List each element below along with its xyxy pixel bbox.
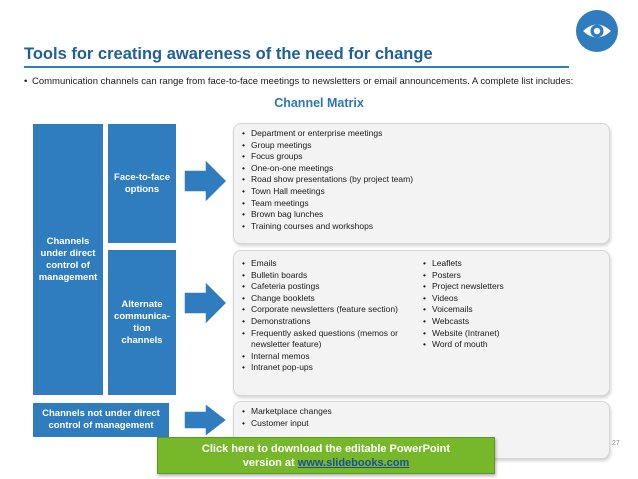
list-item: Emails [242, 258, 422, 270]
banner-line-1: Click here to download the editable Powe… [201, 443, 451, 455]
download-banner[interactable]: Click here to download the editable Powe… [157, 437, 495, 474]
alternate-list-left: EmailsBulletin boardsCafeteria postingsC… [242, 258, 422, 374]
list-item: One-on-one meetings [242, 163, 601, 175]
face-to-face-list: Department or enterprise meetingsGroup m… [242, 128, 601, 232]
face-to-face-list-box: Department or enterprise meetingsGroup m… [233, 123, 610, 244]
list-item: Training courses and workshops [242, 221, 601, 233]
intro-sentence: Communication channels can range from fa… [32, 76, 574, 87]
list-item: Marketplace changes [242, 406, 601, 418]
list-item: Town Hall meetings [242, 186, 601, 198]
face-to-face-box: Face-to-face options [107, 123, 177, 244]
not-direct-control-box: Channels not under direct control of man… [32, 402, 170, 438]
list-item: Intranet pop-ups [242, 362, 422, 374]
list-item: Team meetings [242, 198, 601, 210]
not-direct-control-label: Channels not under direct control of man… [42, 408, 160, 431]
list-item: Webcasts [423, 316, 603, 328]
eye-icon [576, 10, 618, 52]
list-item: Brown bag lunches [242, 209, 601, 221]
not-direct-list: Marketplace changesCustomer input [242, 406, 601, 429]
list-item: Cafeteria postings [242, 281, 422, 293]
slidebooks-link[interactable]: www.slidebooks.com [297, 457, 410, 469]
right-arrow-icon [183, 401, 229, 443]
alternate-channels-label: Alternate communica-tion channels [114, 298, 170, 346]
alternate-list-box: EmailsBulletin boardsCafeteria postingsC… [233, 250, 610, 396]
list-item: Internal memos [242, 351, 422, 363]
list-item: Corporate newsletters (feature section) [242, 304, 422, 316]
title-divider [24, 66, 569, 68]
intro-text: • Communication channels can range from … [24, 76, 604, 87]
list-item: Customer input [242, 418, 601, 430]
direct-control-box: Channels under direct control of managem… [32, 123, 104, 396]
alternate-list-right: LeafletsPostersProject newslettersVideos… [423, 258, 603, 351]
list-item: Posters [423, 270, 603, 282]
matrix-title: Channel Matrix [274, 96, 364, 110]
direct-control-label: Channels under direct control of managem… [38, 235, 98, 283]
list-item: Bulletin boards [242, 270, 422, 282]
banner-line-2-prefix: version at [242, 457, 298, 469]
right-arrow-icon [183, 157, 229, 209]
alternate-channels-box: Alternate communica-tion channels [107, 249, 177, 396]
list-item: Demonstrations [242, 316, 422, 328]
page-title: Tools for creating awareness of the need… [24, 45, 433, 63]
list-item: Road show presentations (by project team… [242, 174, 601, 186]
intro-bullet: • [24, 76, 28, 87]
page-number: 27 [612, 440, 620, 447]
list-item: Videos [423, 293, 603, 305]
list-item: Leaflets [423, 258, 603, 270]
list-item: Voicemails [423, 304, 603, 316]
list-item: Focus groups [242, 151, 601, 163]
list-item: Project newsletters [423, 281, 603, 293]
list-item: Department or enterprise meetings [242, 128, 601, 140]
banner-line-2: version at www.slidebooks.com [158, 456, 494, 470]
list-item: Frequently asked questions (memos or new… [242, 328, 422, 351]
right-arrow-icon [183, 279, 229, 331]
list-item: Group meetings [242, 140, 601, 152]
face-to-face-label: Face-to-face options [114, 171, 170, 195]
list-item: Word of mouth [423, 339, 603, 351]
list-item: Change booklets [242, 293, 422, 305]
list-item: Website (Intranet) [423, 328, 603, 340]
